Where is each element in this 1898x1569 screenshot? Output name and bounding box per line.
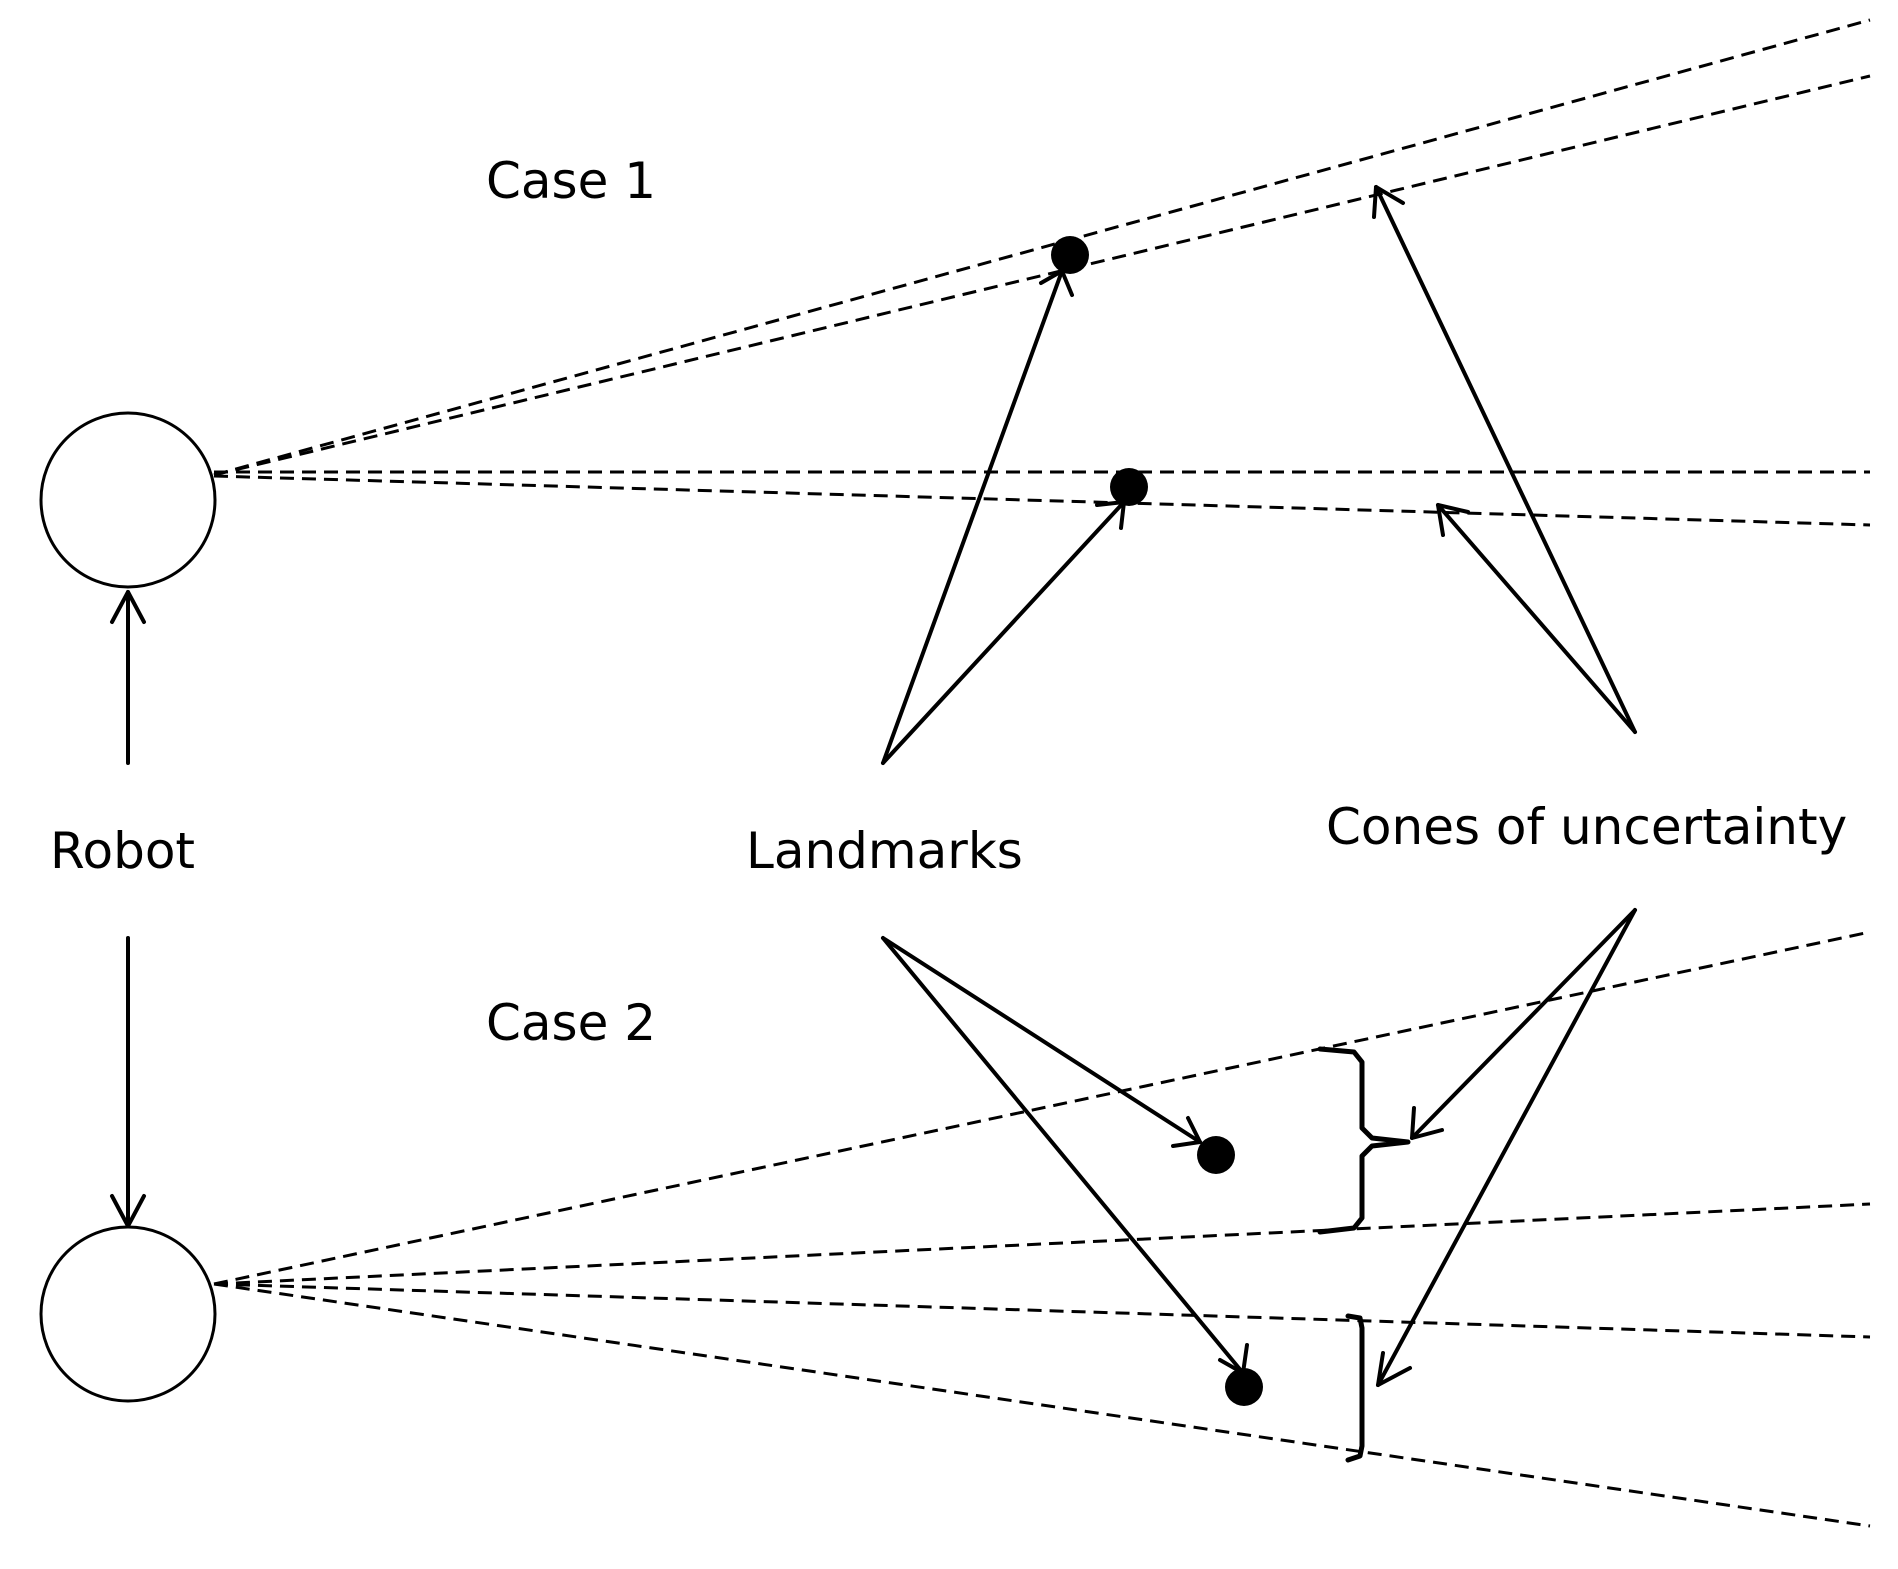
case-1-cone-lower-ray-b	[213, 474, 1871, 527]
cones-arrow-to-case-2-lower	[1376, 908, 1637, 1387]
case-2-cones	[213, 930, 1871, 1528]
case-1-label: Case 1	[486, 152, 656, 210]
landmark-case-1-b	[1110, 468, 1148, 506]
case-1-cone-upper-ray-a	[213, 18, 1871, 477]
case-2-label: Case 2	[486, 994, 656, 1052]
robot-label: Robot	[50, 822, 195, 880]
case-2-cone-lower-ray-a	[213, 1282, 1871, 1339]
robot-arrow-down	[110, 936, 146, 1228]
landmark-case-1-a	[1051, 236, 1089, 274]
case-1-cone-upper-ray-b	[213, 74, 1871, 477]
cones-of-uncertainty-label: Cones of uncertainty	[1326, 798, 1847, 856]
landmark-case-2-b	[1225, 1368, 1263, 1406]
case-2-cone-upper-ray-b	[213, 1202, 1871, 1286]
uncertainty-brace-case-2-upper	[1317, 1046, 1411, 1235]
cones-arrow-to-case-1-lower	[1436, 503, 1637, 734]
robot-circle-case-1	[39, 411, 217, 589]
uncertainty-brace-case-2-lower	[1345, 1313, 1365, 1463]
landmark-case-2-a	[1197, 1136, 1235, 1174]
landmarks-arrow-to-case-2-b	[881, 936, 1249, 1375]
cones-arrow-to-case-2-upper	[1410, 908, 1637, 1140]
case-2-cone-lower-ray-b	[213, 1282, 1871, 1528]
case-2-cone-upper-ray-a	[213, 930, 1871, 1286]
cones-arrow-to-case-1-upper	[1372, 185, 1637, 734]
robot-arrow-up	[110, 590, 146, 765]
landmarks-arrow-to-case-2-a	[881, 936, 1202, 1148]
landmarks-label: Landmarks	[746, 822, 1023, 880]
landmarks-arrow-to-case-1-a	[881, 269, 1074, 765]
robot-circle-case-2	[39, 1225, 217, 1403]
landmarks-arrow-to-case-1-b	[881, 500, 1126, 765]
case-1-cones	[213, 18, 1871, 527]
